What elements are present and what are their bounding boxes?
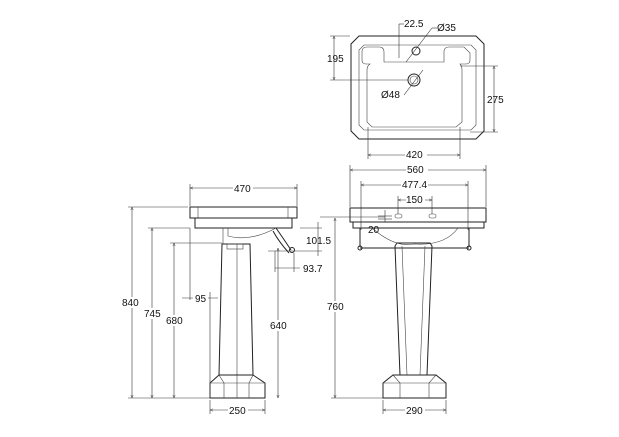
pedestal-top [226, 243, 244, 250]
dim-trap-projection: 93.7 [303, 264, 323, 275]
towel-rail-end [357, 245, 363, 251]
pedestal-facet [419, 245, 426, 376]
pedestal-facet [401, 245, 408, 376]
tap-hole-icon [411, 46, 421, 56]
dim-bowl-width: 420 [406, 150, 423, 161]
basin-lower-band [352, 221, 485, 229]
basin-rim-front [349, 207, 487, 223]
front-view: 560 477.4 150 20 760 [320, 164, 486, 417]
base-facets [210, 374, 265, 398]
dim-front-height: 760 [327, 302, 344, 313]
basin-rim-inner [358, 44, 477, 131]
dim-height-overall: 840 [122, 298, 139, 309]
dim-rail-width: 477.4 [402, 180, 427, 191]
tap-hole-front [428, 213, 437, 219]
basin-lower-side [194, 217, 293, 229]
side-view: 470 840 745 680 95 640 [121, 183, 331, 417]
base-facets [383, 374, 446, 398]
dim-height-pedestal-top: 680 [166, 316, 183, 327]
dim-base-width: 290 [406, 406, 423, 417]
dim-bowl-depth: 275 [487, 95, 504, 106]
towel-rail-end [466, 245, 472, 251]
dim-tap-offset: 22.5 [404, 19, 424, 30]
pedestal-base-front [382, 374, 447, 399]
dim-tap-hole: Ø35 [437, 23, 456, 34]
leader-line [405, 27, 433, 63]
dim-height-underside: 745 [144, 309, 161, 320]
pedestal-column-front [394, 242, 433, 376]
basin-rim-side [189, 206, 298, 219]
dim-pedestal-offset: 95 [195, 294, 207, 305]
dim-projection: 470 [234, 184, 251, 195]
dim-base-depth: 250 [229, 406, 246, 417]
pedestal-column-side [218, 243, 254, 376]
dim-rim-offset: 20 [368, 225, 380, 236]
pedestal-base-side [209, 374, 266, 399]
trap-pipe [275, 227, 292, 251]
basin-outline-top [350, 35, 485, 140]
tap-hole-front [394, 213, 403, 219]
top-view: 22.5 Ø35 Ø48 195 275 420 [327, 19, 504, 161]
dim-depth-to-waste: 195 [327, 54, 344, 65]
trap-pipe [272, 230, 290, 254]
basin-bowl [361, 46, 471, 128]
waste-inner [409, 75, 419, 85]
dim-tap-centres: 150 [406, 195, 423, 206]
dim-trap-drop: 101.5 [306, 236, 331, 247]
dim-waste-hole: Ø48 [381, 90, 400, 101]
trap-end-icon [289, 247, 295, 253]
dim-overall-width: 560 [407, 165, 424, 176]
basin-bowl-underside [371, 227, 459, 245]
leader-line [403, 69, 424, 96]
basin-bowl-side [222, 227, 277, 244]
dim-trap-height: 640 [270, 321, 287, 332]
